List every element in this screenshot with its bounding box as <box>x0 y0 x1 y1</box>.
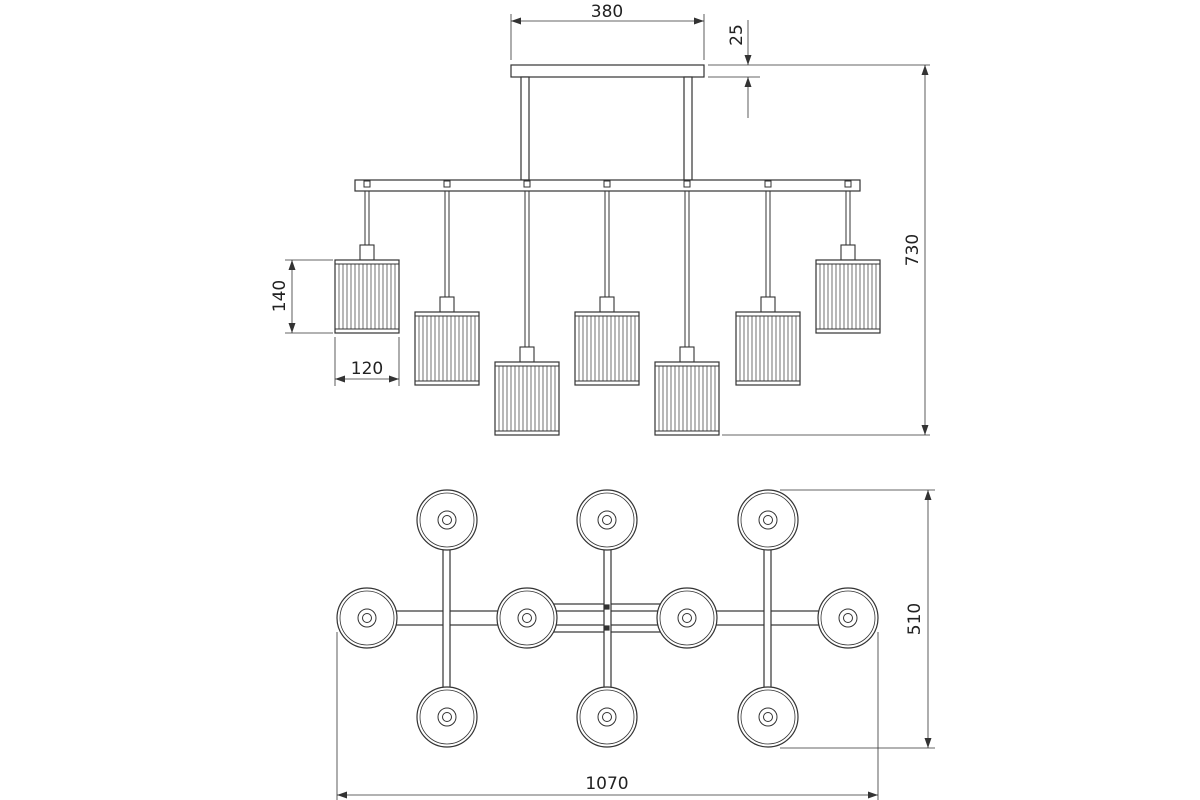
top-shade-4 <box>336 587 398 649</box>
pendant-4 <box>574 180 640 386</box>
canopy-plate <box>510 64 705 78</box>
top-shade-10 <box>737 686 799 748</box>
dim-label-140: 140 <box>270 280 290 312</box>
bar-connector <box>683 180 691 188</box>
bar-connector <box>523 180 531 188</box>
shade-outer-ring <box>496 587 558 649</box>
socket-ring <box>437 707 457 727</box>
bar-connector <box>443 180 451 188</box>
pendant-6 <box>735 180 801 386</box>
socket-cap <box>760 296 776 313</box>
shade-inner-ring <box>339 590 395 646</box>
pendant-1 <box>334 180 400 334</box>
dim-label-730: 730 <box>903 234 923 266</box>
pendant-7 <box>815 180 881 334</box>
socket-cap <box>519 346 535 363</box>
socket-center <box>362 613 372 623</box>
junction-marker <box>604 625 610 631</box>
top-view-dimensions <box>336 489 935 800</box>
top-shade-1 <box>416 489 478 551</box>
shade-outer-ring <box>817 587 879 649</box>
top-shade-3 <box>737 489 799 551</box>
shade-inner-ring <box>579 492 635 548</box>
top-shade-8 <box>416 686 478 748</box>
socket-ring <box>437 510 457 530</box>
shade-outer-ring <box>737 686 799 748</box>
socket-cap <box>359 244 375 261</box>
top-shade-9 <box>576 686 638 748</box>
shade-inner-ring <box>419 492 475 548</box>
shade-outer-ring <box>416 686 478 748</box>
shade-outer-ring <box>576 686 638 748</box>
bar-connector <box>363 180 371 188</box>
shade-inner-ring <box>659 590 715 646</box>
side-view <box>334 64 881 436</box>
dim-label-380: 380 <box>591 2 623 22</box>
socket-cap <box>840 244 856 261</box>
socket-center <box>442 712 452 722</box>
dim-label-1070: 1070 <box>585 774 628 794</box>
top-view <box>336 489 879 748</box>
suspension-rod-left <box>520 76 530 181</box>
shade-inner-ring <box>579 689 635 745</box>
shade-inner-ring <box>499 590 555 646</box>
socket-center <box>442 515 452 525</box>
pendant-2 <box>414 180 480 386</box>
socket-center <box>763 515 773 525</box>
socket-center <box>763 712 773 722</box>
suspension-rod-right <box>683 76 693 181</box>
socket-ring <box>597 510 617 530</box>
shade-outer-ring <box>416 489 478 551</box>
shade-outer-ring <box>576 489 638 551</box>
dim-label-25: 25 <box>727 24 747 46</box>
shade-inner-ring <box>740 492 796 548</box>
socket-ring <box>758 510 778 530</box>
socket-cap <box>599 296 615 313</box>
top-shade-6 <box>656 587 718 649</box>
top-shades <box>336 489 879 748</box>
shade-outer-ring <box>737 489 799 551</box>
side-view-dimensions <box>285 14 930 436</box>
socket-center <box>843 613 853 623</box>
dim-label-120: 120 <box>351 359 383 379</box>
junction-marker <box>604 604 610 610</box>
bar-connector <box>603 180 611 188</box>
pendant-5 <box>654 180 720 436</box>
socket-ring <box>838 608 858 628</box>
socket-ring <box>597 707 617 727</box>
socket-center <box>522 613 532 623</box>
socket-ring <box>758 707 778 727</box>
shade-outer-ring <box>336 587 398 649</box>
socket-ring <box>357 608 377 628</box>
top-shade-2 <box>576 489 638 551</box>
shade-outer-ring <box>656 587 718 649</box>
socket-cap <box>439 296 455 313</box>
bar-connector <box>764 180 772 188</box>
bar-connector <box>844 180 852 188</box>
socket-center <box>682 613 692 623</box>
top-shade-5 <box>496 587 558 649</box>
socket-ring <box>517 608 537 628</box>
shade-inner-ring <box>740 689 796 745</box>
socket-center <box>602 515 612 525</box>
pendant-3 <box>494 180 560 436</box>
socket-center <box>602 712 612 722</box>
shade-inner-ring <box>820 590 876 646</box>
socket-cap <box>679 346 695 363</box>
shade-inner-ring <box>419 689 475 745</box>
side-shades <box>334 180 881 436</box>
top-shade-7 <box>817 587 879 649</box>
socket-ring <box>677 608 697 628</box>
dim-label-510: 510 <box>905 603 925 635</box>
